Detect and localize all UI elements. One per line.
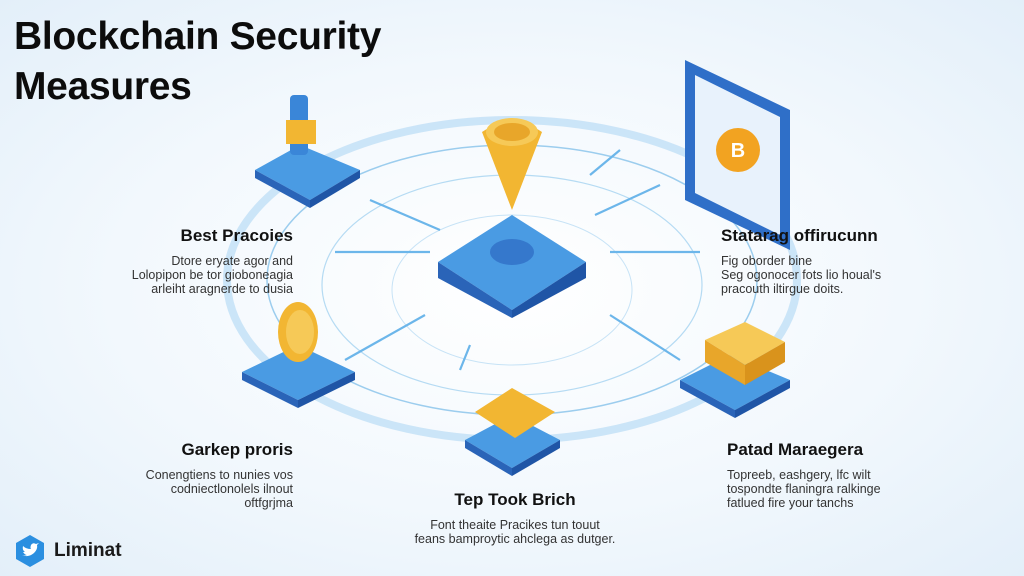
central-platform [438,215,586,318]
twitter-bird-hexagon-icon [16,535,44,567]
brand-logo: Liminat [14,534,122,568]
section-storage: Statarag offirucunn Fig oborder bine Seg… [721,226,882,296]
section-top-tools: Tep Took Brich Font theaite Pracikes tun… [414,490,616,546]
section-keep-protocols: Garkep proris Conengtiens to nunies vos … [145,440,293,510]
page-title: Blockchain Security Measures [14,15,382,108]
gold-shield-icon [482,118,542,210]
lock-pedestal-icon [255,95,360,208]
token-pedestal-icon [465,388,560,476]
brand-name: Liminat [54,540,122,561]
coin-pedestal-icon [242,302,355,408]
vault-pedestal-icon [680,322,790,418]
section-best-practices: Best Pracoies Dtore eryate agor and Lolo… [131,226,293,296]
monitor-bitcoin-icon: B [685,60,790,250]
section-management: Patad Maraegera Topreeb, eashgery, lfc w… [727,440,881,510]
connector-arrows [335,149,700,371]
svg-text:B: B [731,140,745,162]
